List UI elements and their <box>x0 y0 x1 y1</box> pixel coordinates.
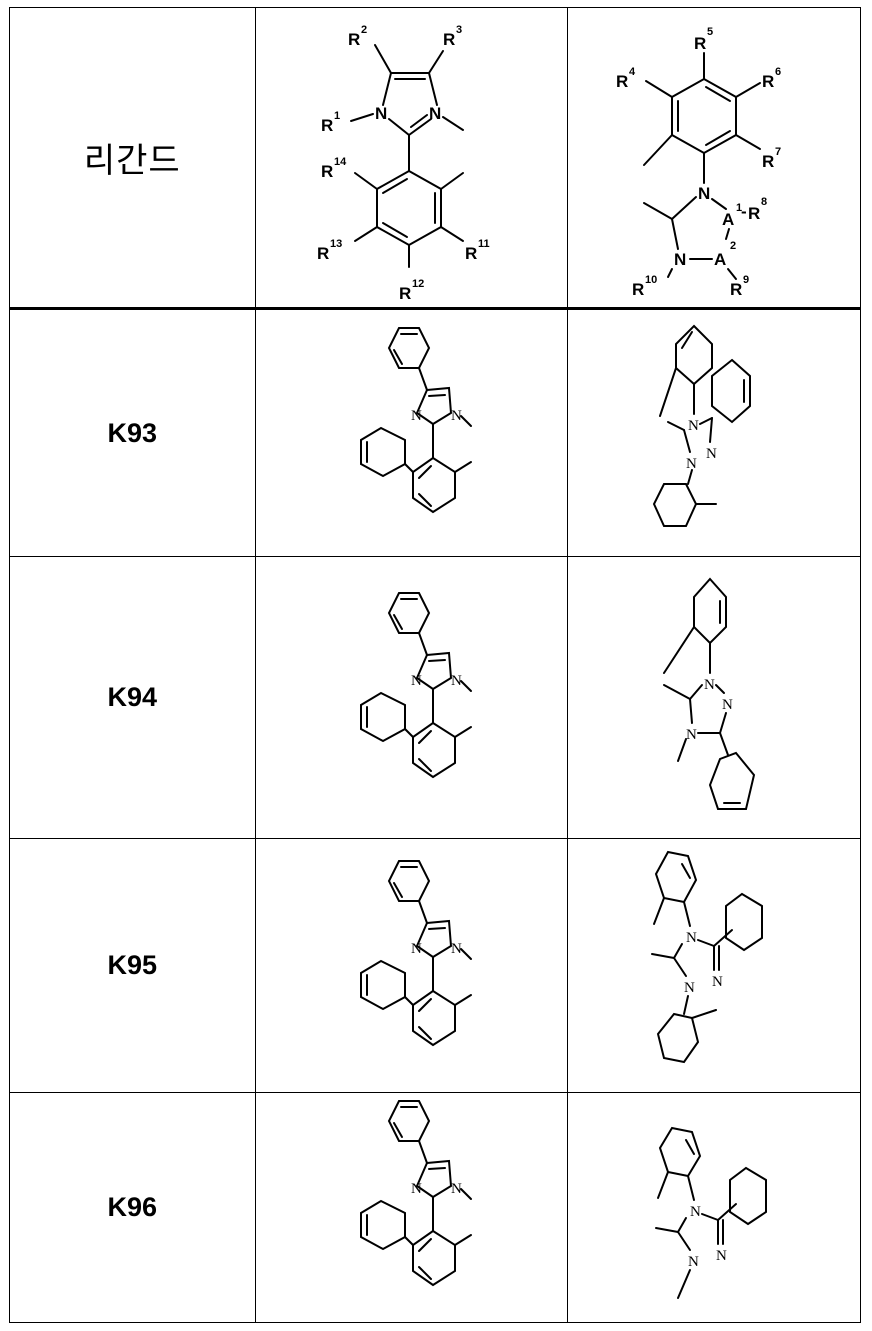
svg-text:4: 4 <box>629 66 636 78</box>
r1-label: R <box>321 116 333 135</box>
row-label-cell: K95 <box>9 838 256 1093</box>
svg-text:9: 9 <box>743 274 749 286</box>
svg-text:N: N <box>712 974 723 990</box>
r9-label: R <box>730 280 742 299</box>
svg-text:N: N <box>688 1254 699 1270</box>
svg-text:N: N <box>411 1181 422 1197</box>
r10-label: R <box>632 280 644 299</box>
svg-text:N: N <box>451 673 462 689</box>
row-label-cell: K96 <box>9 1092 256 1323</box>
structure-a-k95: N N <box>360 859 473 1046</box>
table-row: K93 N N <box>9 308 861 557</box>
structure-a-k93: N N <box>360 327 473 514</box>
svg-text:N: N <box>686 930 697 946</box>
atom-n: N <box>375 104 387 123</box>
header-row: 리간드 N N R 1 R 2 R <box>9 7 861 310</box>
structure-b-cell: N N N <box>567 1092 861 1323</box>
svg-text:N: N <box>451 1181 462 1197</box>
header-formula-b-cell: R 5 R 4 R 6 R 7 N A 1 - R 8 N <box>567 7 861 310</box>
header-label-cell: 리간드 <box>9 7 256 310</box>
svg-text:14: 14 <box>334 156 347 168</box>
r2-label: R <box>348 30 360 49</box>
svg-text:5: 5 <box>707 26 713 38</box>
header-label: 리간드 <box>83 141 181 181</box>
structure-b-k95: N N N <box>651 850 764 1063</box>
svg-text:N: N <box>411 941 422 957</box>
svg-text:N: N <box>451 941 462 957</box>
r8-label: R <box>748 204 760 223</box>
svg-text:N: N <box>411 673 422 689</box>
svg-text:N: N <box>706 446 717 462</box>
svg-text:10: 10 <box>645 274 657 286</box>
structure-b-cell: N N N <box>567 308 861 557</box>
svg-text:N: N <box>704 677 715 693</box>
r14-label: R <box>321 162 333 181</box>
atom-n: N <box>429 104 441 123</box>
structure-b-k93: N N N <box>653 324 752 527</box>
r4-label: R <box>616 72 628 91</box>
svg-text:13: 13 <box>330 238 342 250</box>
svg-text:N: N <box>684 980 695 996</box>
structure-a-cell: N N <box>254 556 569 839</box>
svg-text:8: 8 <box>761 196 767 208</box>
svg-text:-: - <box>741 202 747 221</box>
table-row: K94 N N <box>9 556 861 839</box>
svg-text:N: N <box>688 418 699 434</box>
svg-text:2: 2 <box>361 24 367 36</box>
general-structure-triazoline: R 5 R 4 R 6 R 7 N A 1 - R 8 N <box>616 26 781 299</box>
r5-label: R <box>694 34 706 53</box>
ligand-id: K94 <box>107 682 158 712</box>
svg-text:11: 11 <box>478 238 490 250</box>
atom-n: N <box>674 250 686 269</box>
table-row: K95 N N <box>9 838 861 1093</box>
r11-label: R <box>465 244 477 263</box>
structure-a-k96: N N <box>360 1100 473 1287</box>
r3-label: R <box>443 30 455 49</box>
row-label-cell: K94 <box>9 556 256 839</box>
svg-text:12: 12 <box>412 278 424 290</box>
ligand-id: K96 <box>107 1192 158 1222</box>
structure-a-cell: N N <box>254 308 569 557</box>
r7-label: R <box>762 152 774 171</box>
svg-text:N: N <box>690 1204 701 1220</box>
r12-label: R <box>399 284 411 303</box>
row-label-cell: K93 <box>9 308 256 557</box>
svg-text:N: N <box>686 727 697 743</box>
a1-label: A <box>722 210 734 229</box>
table-row: K96 N N <box>9 1092 861 1323</box>
structure-b-k96: N N N <box>655 1126 768 1299</box>
svg-text:6: 6 <box>775 66 781 78</box>
svg-text:1: 1 <box>736 202 742 214</box>
structure-a-k94: N N <box>360 591 473 778</box>
svg-text:2: 2 <box>730 240 736 252</box>
svg-text:N: N <box>451 408 462 424</box>
structure-b-cell: N N N <box>567 556 861 839</box>
structure-a-cell: N N <box>254 838 569 1093</box>
ligand-id: K95 <box>107 950 158 980</box>
svg-text:N: N <box>686 456 697 472</box>
svg-text:N: N <box>411 408 422 424</box>
structure-b-k94: N N N <box>663 576 756 810</box>
svg-text:N: N <box>722 697 733 713</box>
atom-n: N <box>698 184 710 203</box>
a2-label: A <box>714 250 726 269</box>
ligand-table: 리간드 N N R 1 R 2 R <box>9 7 861 1323</box>
structure-a-cell: N N <box>254 1092 569 1323</box>
svg-text:1: 1 <box>334 110 340 122</box>
general-structure-imidazole: N N R 1 R 2 R 3 R 14 <box>317 24 490 303</box>
svg-text:7: 7 <box>775 146 781 158</box>
svg-text:3: 3 <box>456 24 462 36</box>
header-formula-a-cell: N N R 1 R 2 R 3 R 14 <box>254 7 569 310</box>
ligand-id: K93 <box>107 417 158 448</box>
r6-label: R <box>762 72 774 91</box>
r13-label: R <box>317 244 329 263</box>
svg-text:N: N <box>716 1248 727 1264</box>
structure-b-cell: N N N <box>567 838 861 1093</box>
